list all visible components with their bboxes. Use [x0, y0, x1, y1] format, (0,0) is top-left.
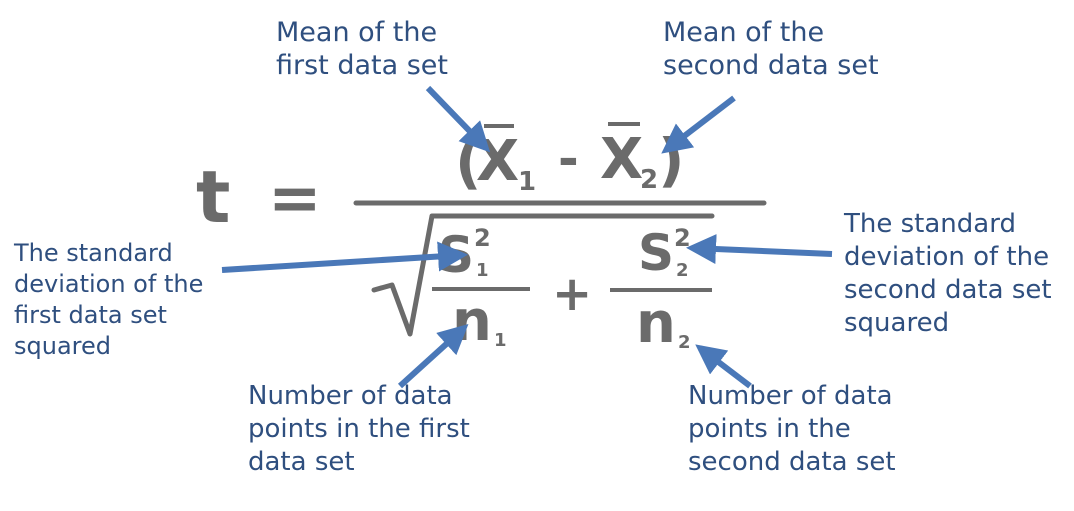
- label-n-first: Number of data points in the first data …: [248, 381, 470, 477]
- term2-n: n: [636, 291, 676, 356]
- sqrt-sign: [371, 213, 715, 337]
- equation-equals: =: [268, 162, 322, 236]
- arrow-mean-first: [425, 85, 491, 153]
- term1-n: n: [452, 289, 492, 354]
- arrow-mean-second: [661, 95, 736, 154]
- numerator-x2: X: [600, 127, 643, 192]
- term1-sup-2: 2: [474, 224, 491, 252]
- label-mean-first: Mean of the first data set: [276, 17, 449, 81]
- term2-sup-2: 2: [674, 224, 691, 252]
- numerator-x1: X: [476, 129, 519, 194]
- term1-n-sub-1: 1: [494, 330, 507, 351]
- term2-sub-2: 2: [676, 260, 689, 281]
- equation-t: t: [196, 155, 230, 239]
- arrow-sd-first: [221, 241, 468, 273]
- numerator-minus: -: [558, 130, 579, 188]
- arrow-n-second: [695, 344, 752, 389]
- plus-sign: +: [552, 266, 592, 322]
- label-mean-second: Mean of the second data set: [663, 17, 879, 81]
- label-sd-first: The standard deviation of the first data…: [14, 239, 204, 360]
- numerator-sub-1: 1: [518, 167, 536, 197]
- arrow-n-first: [397, 323, 469, 389]
- term2-n-sub-2: 2: [678, 332, 691, 353]
- numerator-sub-2: 2: [640, 165, 658, 195]
- label-sd-second: The standard deviation of the second dat…: [844, 209, 1052, 338]
- arrow-sd-second: [686, 234, 833, 265]
- label-n-second: Number of data points in the second data…: [688, 381, 896, 477]
- term1-sub-1: 1: [476, 260, 489, 281]
- term2-s: S: [638, 224, 674, 282]
